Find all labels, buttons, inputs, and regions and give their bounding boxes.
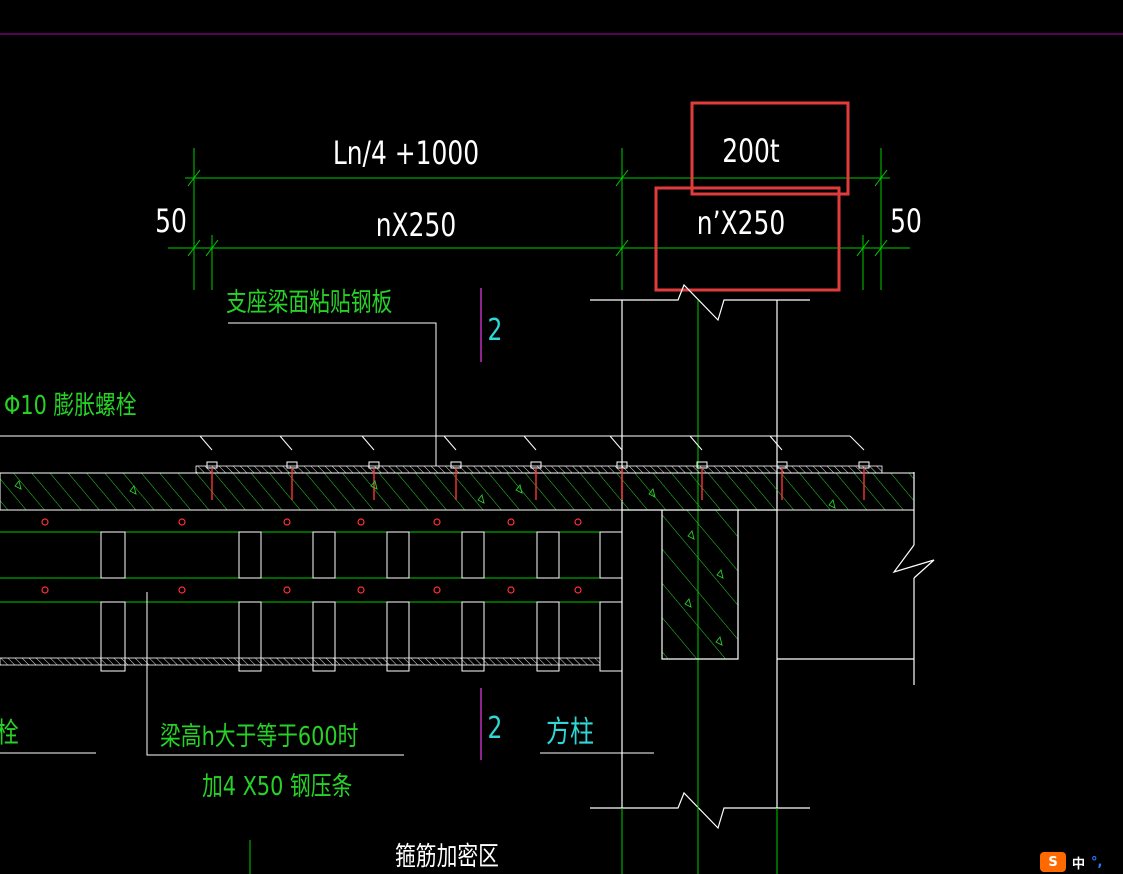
section-mark-top: 2 <box>488 313 503 348</box>
concrete-slab <box>0 472 915 511</box>
label-column: 方柱 <box>546 715 594 749</box>
dim-top-right: 200t <box>722 132 779 170</box>
ime-logo-icon[interactable]: S <box>1040 852 1066 872</box>
beam-downstand <box>661 509 739 660</box>
pressure-bars <box>0 531 622 603</box>
dim-right-edge: 50 <box>890 202 922 240</box>
dim-top-total: Ln/4 +1000 <box>333 134 479 172</box>
label-beam-height: 梁高h大于等于600时 <box>160 721 358 752</box>
bolt-leader-lines <box>0 322 865 466</box>
ime-toolbar[interactable]: S 中 °, <box>1040 850 1123 874</box>
square-column <box>590 283 935 830</box>
stirrup-posts <box>100 531 623 672</box>
highlight-box-200t <box>690 101 850 196</box>
label-pressure-bar: 加4 X50 钢压条 <box>202 771 352 802</box>
bottom-pressure-strip <box>0 657 601 666</box>
label-expansion-bolt: Φ10 膨胀螺栓 <box>4 390 137 421</box>
label-steel-plate: 支座梁面粘贴钢板 <box>226 287 392 318</box>
dim-right-span: n’X250 <box>697 204 785 242</box>
dimension-lines <box>168 148 910 290</box>
label-stirrup-zone: 箍筋加密区 <box>395 841 499 872</box>
section-mark-bottom: 2 <box>488 711 503 746</box>
aggregate-marks <box>14 480 836 646</box>
ime-language-toggle[interactable]: 中 <box>1072 856 1086 872</box>
label-anchor-bolt-cut: 锚栓 <box>0 715 19 748</box>
anchor-bolt-shafts <box>211 468 865 500</box>
rebar-dots <box>41 518 582 594</box>
annotation-leaders <box>0 592 654 756</box>
dim-main-span: nX250 <box>376 206 457 244</box>
steel-plate <box>195 465 883 474</box>
dim-left-edge: 50 <box>155 202 187 240</box>
highlight-box-n-prime-x250 <box>654 186 841 292</box>
ime-punctuation-toggle[interactable]: °, <box>1091 854 1103 870</box>
